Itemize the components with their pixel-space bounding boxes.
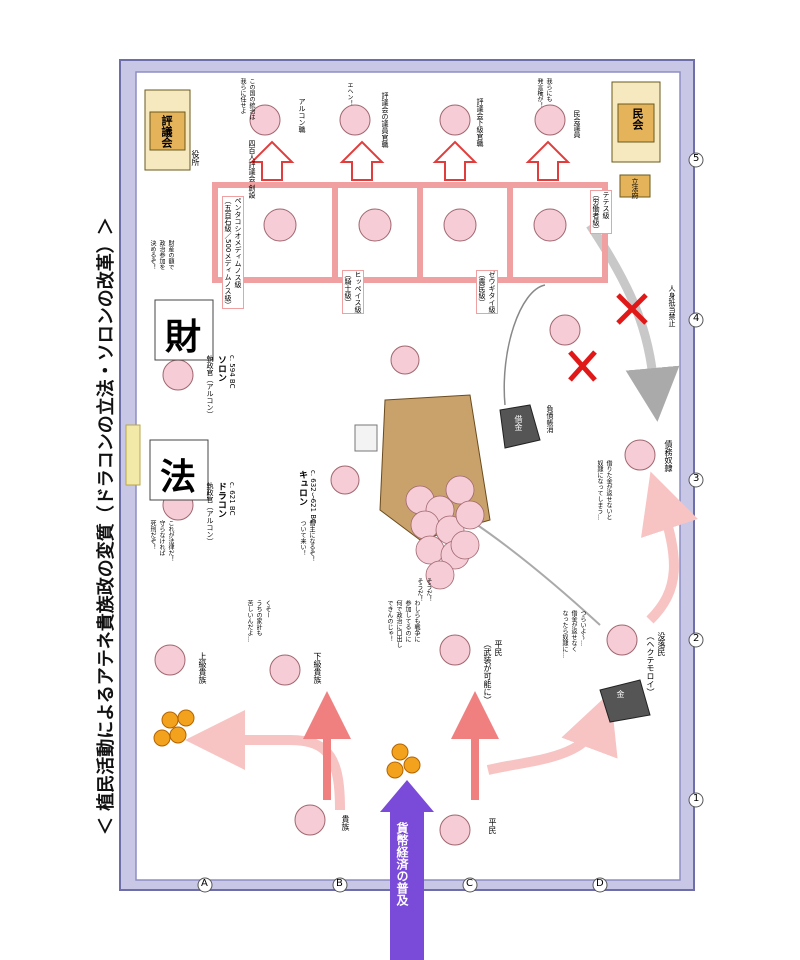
speech-solon: 財産の額で 政治参加を 決めるぞ！ (149, 240, 174, 270)
draco-title: 執政官（アルコン） (206, 482, 214, 545)
draco-date: c. 621 BC (228, 482, 236, 516)
column-markers (688, 152, 704, 808)
office-assembly: 民会議員 (573, 110, 581, 138)
col-number-5: 5 (693, 153, 700, 164)
office-label: 役所 (191, 150, 200, 166)
law-character: 法 (160, 457, 197, 498)
speech-draco: これが法律だ！ 守らなければ 死刑だぞ！ (149, 520, 174, 562)
col-number-1: 1 (693, 793, 700, 804)
office-council-member: 評議会の議員官職 (381, 92, 389, 148)
speech-kylon: 僭主になるぞ！ ついて来い！ (299, 520, 315, 562)
label-saimu-dorei: 債務奴隷 (664, 440, 673, 472)
class-hippeis: ヒッペイス級 （騎士級） (342, 270, 364, 314)
label-debt: 借金 (514, 415, 523, 431)
debt-weight (499, 404, 651, 723)
col-number-3: 3 (693, 473, 700, 484)
office-archon: アルコン職 (298, 98, 306, 133)
solon-name: ソロン (216, 355, 226, 382)
col-number-2: 2 (693, 633, 700, 644)
label-jinshin: 人身抵当禁止 (668, 285, 676, 327)
label-kizoku: 貴族 (341, 815, 350, 831)
assembly-building (611, 81, 661, 163)
class-pentakosio: ペンタコシオメディムノス級 （五百石級／500メディムノス級） (222, 196, 244, 310)
cross-marks (568, 293, 648, 382)
label-gold: 金 (616, 690, 625, 698)
money-economy-banner (390, 810, 424, 960)
label-botsuraku: 没落民 （ヘクテモロイ） (646, 632, 666, 696)
speech-council: エヘン！ (346, 82, 353, 106)
label-kakyuu: 下級貴族 (313, 652, 322, 684)
arrow-to-ruined (486, 691, 618, 775)
label-heimin: 平民 (488, 818, 497, 834)
label-debt-cancel: 負債帳消 (546, 405, 554, 433)
speech-saimu: 借りた金が返せないと 奴隷になってしまう… (596, 460, 612, 520)
speech-mob: そうだ！ そうだ！ (416, 578, 432, 602)
solon-title: 執政官（アルコン） (206, 355, 214, 418)
law-board (149, 439, 209, 501)
col-number-4: 4 (693, 313, 700, 324)
banner-label: 貨幣経済の普及 (395, 822, 409, 906)
wealth-character: 財 (165, 317, 202, 358)
kylon-name: キュロン (297, 470, 307, 506)
row-letter-a: A (201, 878, 208, 889)
angry-crowd (405, 475, 485, 590)
label-heimin-busou: 平民 （武装が可能に） (483, 640, 503, 704)
office-council-lower: 評議会下級官職 (476, 98, 484, 147)
speech-kakyuu: くそー うちの家計も 苦しいんだよ… (246, 600, 271, 642)
class-zeugitai: ゼウギタイ級 （農民級） (476, 270, 498, 314)
office-arrows (249, 140, 571, 181)
wealth-board (154, 299, 214, 361)
council-label: 評議会 (160, 115, 173, 148)
speech-heimin: わしらも戦争に 参加してるのに 何で政治に口出し できんのじゃ！ (386, 600, 420, 648)
legislature-label: 立法府 (631, 178, 639, 199)
row-letter-c: C (466, 878, 473, 889)
speech-assembly: 我らにも 発言権が！ (536, 78, 552, 108)
page-title: ＜ 植民活動によるアテネ貴族政の変質（ドラコンの立法・ソロンの改革）＞ (96, 217, 117, 835)
arrow-to-debt-slave (641, 471, 698, 624)
council-building (144, 89, 191, 171)
class-thetes: テテス級 （労働者級） (590, 190, 612, 234)
label-joukyuu: 上級貴族 (198, 652, 207, 684)
legislature-sign (619, 174, 651, 198)
row-letter-d: D (596, 878, 604, 889)
assembly-label: 民会 (631, 108, 644, 130)
binder-clip (125, 424, 141, 486)
solon-date: c. 594 BC (228, 355, 236, 389)
speech-archon: この国の統治は 我らに任せよ (239, 78, 255, 120)
office-council-create: 四百人評議会 創設 (248, 140, 256, 199)
characters (154, 104, 656, 846)
kylon-date: c. 632～621 BC (309, 470, 317, 524)
draco-name: ドラコン (216, 482, 226, 518)
row-markers (197, 877, 608, 893)
row-letter-b: B (336, 878, 343, 889)
gold-coins (153, 709, 421, 779)
speech-botsuraku: つらいよ～… 借金が返せなく なったら奴隷に… (561, 610, 586, 658)
